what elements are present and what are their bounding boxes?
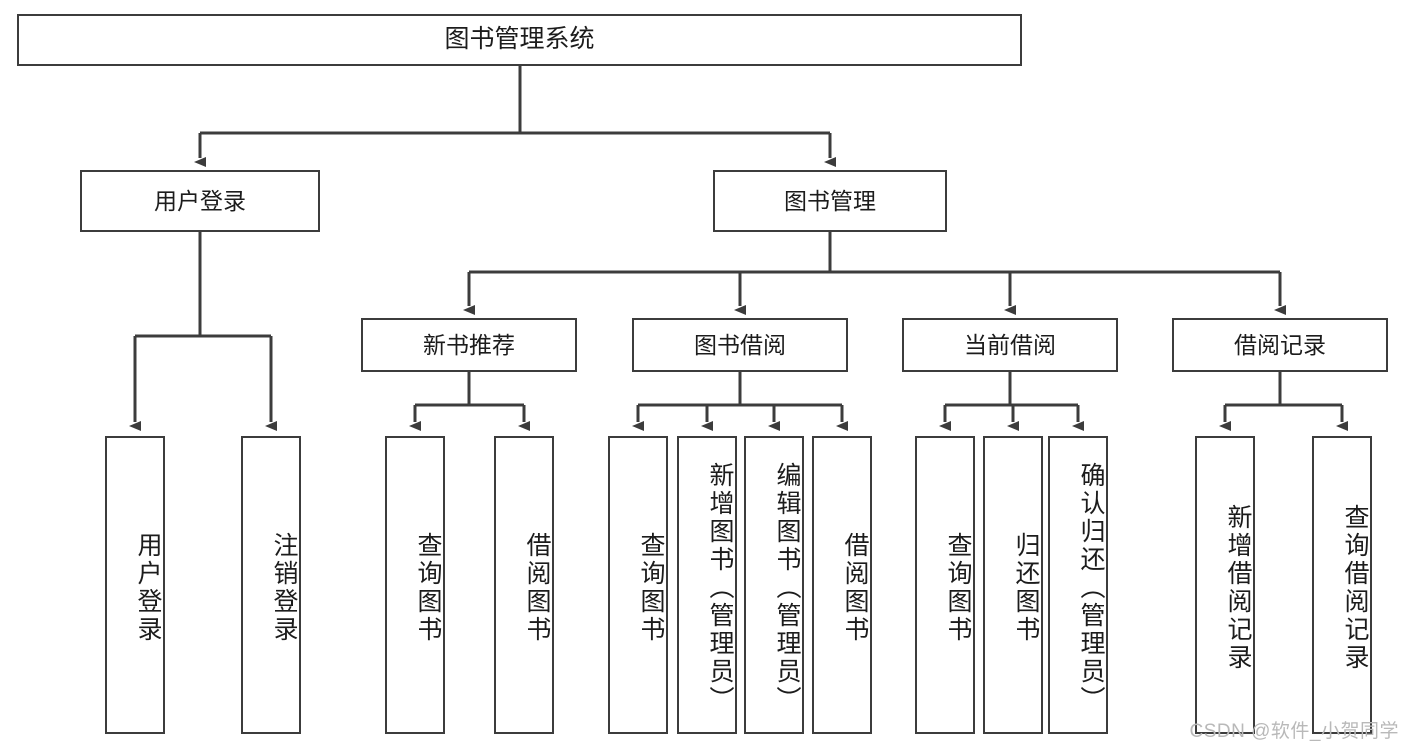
watermark: CSDN @软件_小贺同学 [1189,721,1399,742]
leaf-user-login-logout[interactable]: 注销登录 [241,436,301,734]
leaf-borrow-query-books[interactable]: 查询图书 [608,436,668,734]
leaf-current-return-books[interactable]: 归还图书 [983,436,1043,734]
node-label: 借阅记录 [1234,331,1326,358]
node-label: 图书管理系统 [444,25,595,54]
leaf-record-add-borrow-record[interactable]: 新增借阅记录 [1195,436,1255,734]
leaf-record-query-borrow-record[interactable]: 查询借阅记录 [1312,436,1372,734]
leaf-user-login-login[interactable]: 用户登录 [105,436,165,734]
node-label: 借阅图书 [841,532,869,644]
node-label: 新增图书（管理员） [706,462,734,714]
node-label: 确认归还（管理员） [1077,462,1105,714]
node-book-borrowing[interactable]: 图书借阅 [632,318,848,372]
node-label: 用户登录 [134,532,162,644]
node-label: 查询图书 [637,532,665,644]
node-book-management[interactable]: 图书管理 [713,170,947,232]
node-label: 图书管理 [784,187,876,214]
leaf-new-book-borrow-books[interactable]: 借阅图书 [494,436,554,734]
node-label: 新书推荐 [423,331,515,358]
node-label: 新增借阅记录 [1224,504,1252,672]
leaf-borrow-borrow-books[interactable]: 借阅图书 [812,436,872,734]
node-user-login[interactable]: 用户登录 [80,170,320,232]
node-label: 查询图书 [944,532,972,644]
node-label: 借阅图书 [523,532,551,644]
node-label: 编辑图书（管理员） [773,462,801,714]
leaf-borrow-add-book-admin[interactable]: 新增图书（管理员） [677,436,737,734]
node-current-borrowing[interactable]: 当前借阅 [902,318,1118,372]
node-label: 归还图书 [1012,532,1040,644]
leaf-current-query-books[interactable]: 查询图书 [915,436,975,734]
node-label: 用户登录 [154,187,246,214]
leaf-borrow-edit-book-admin[interactable]: 编辑图书（管理员） [744,436,804,734]
node-root-book-management-system[interactable]: 图书管理系统 [17,14,1022,66]
node-label: 当前借阅 [964,331,1056,358]
node-new-book-recommendation[interactable]: 新书推荐 [361,318,577,372]
node-label: 图书借阅 [694,331,786,358]
node-borrowing-records[interactable]: 借阅记录 [1172,318,1388,372]
node-label: 查询借阅记录 [1341,504,1369,672]
node-label: 注销登录 [270,532,298,644]
leaf-new-book-query-books[interactable]: 查询图书 [385,436,445,734]
leaf-current-confirm-return-admin[interactable]: 确认归还（管理员） [1048,436,1108,734]
node-label: 查询图书 [414,532,442,644]
